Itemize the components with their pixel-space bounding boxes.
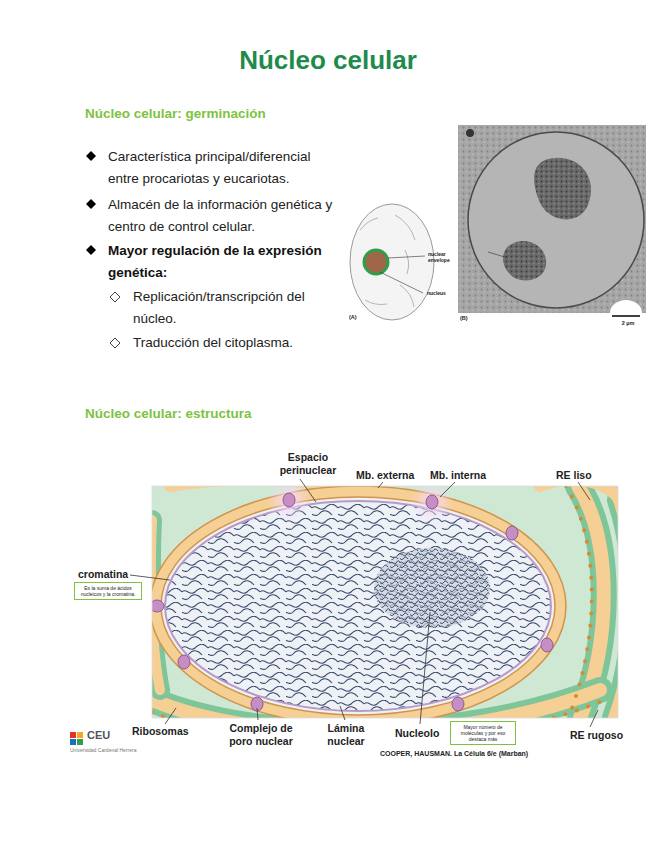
part-label: Espacio perinuclear	[272, 451, 344, 476]
part-label: Lámina nuclear	[318, 722, 374, 747]
bullet-text: Característica principal/diferencial ent…	[108, 146, 333, 191]
part-label: nuclear envelope	[428, 251, 458, 263]
source-citation: COOPER, HAUSMAN. La Célula 6/e (Marban)	[380, 750, 580, 758]
sub-bullet-text: Replicación/transcripción del núcleo.	[133, 286, 333, 331]
part-label: RE rugoso	[570, 729, 640, 742]
part-label: Mb. interna	[430, 469, 500, 482]
part-label: Mb. externa	[356, 469, 426, 482]
note-text: Es la suma de ácidos nucleicos y la crom…	[77, 585, 139, 597]
note-text: Mayor número de moléculas y por eso dest…	[453, 724, 513, 742]
part-label: Ribosomas	[132, 725, 202, 738]
part-label: Nucleolo	[395, 727, 450, 740]
bullet-text: Almacén de la información genética y cen…	[108, 194, 333, 239]
part-label: Complejo de poro nuclear	[228, 722, 294, 747]
section-heading: Núcleo celular: germinación	[85, 103, 385, 125]
sub-bullet-text: Traducción del citoplasma.	[133, 332, 333, 354]
note-box: Mayor número de moléculas y por eso dest…	[450, 721, 516, 745]
note-box: Es la suma de ácidos nucleicos y la crom…	[74, 582, 142, 600]
part-label: RE liso	[556, 469, 616, 482]
panel-label: (A)	[349, 314, 369, 321]
part-label: cromatina	[78, 568, 148, 581]
panel-label: (B)	[460, 315, 480, 322]
section-heading: Núcleo celular: estructura	[85, 403, 385, 425]
bullet-text: Mayor regulación de la expresión genétic…	[108, 240, 338, 285]
part-label: nucleus	[427, 290, 457, 296]
logo-text: CEU	[87, 729, 127, 742]
scale-label: 2 µm	[612, 320, 644, 327]
page-title: Núcleo celular	[0, 44, 656, 77]
logo-subtext: Universidad Cardenal Herrera	[70, 747, 150, 753]
